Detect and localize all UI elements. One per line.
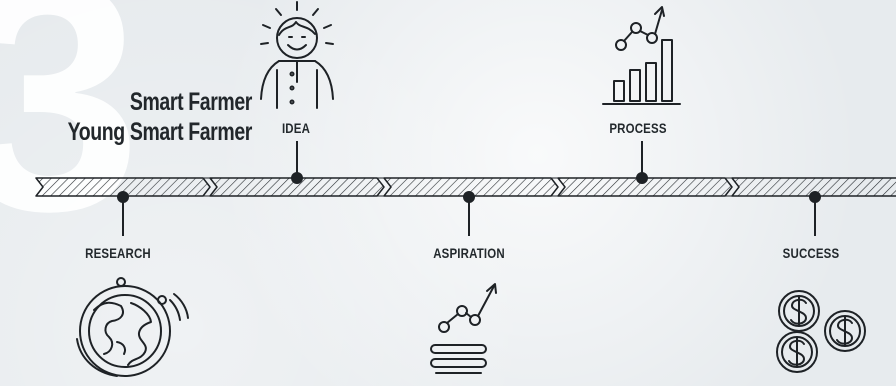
stage-label-aspiration: ASPIRATION <box>433 245 505 261</box>
stage-label-success: SUCCESS <box>782 245 840 261</box>
timeline-dot-process <box>636 172 648 184</box>
bar-chart-growth-icon <box>602 6 681 105</box>
title-block: Smart Farmer Young Smart Farmer <box>0 88 253 147</box>
timeline-connectors <box>117 141 821 236</box>
globe-icon <box>76 277 189 377</box>
timeline-dot-research <box>117 191 129 203</box>
background-number: 3 <box>0 0 142 279</box>
timeline-segment <box>731 177 896 197</box>
stage-label-process: PROCESS <box>609 120 667 136</box>
timeline-dot-success <box>809 191 821 203</box>
timeline-dot-idea <box>291 172 303 184</box>
stage-label-idea: IDEA <box>281 120 311 136</box>
stage-label-research: RESEARCH <box>85 245 151 261</box>
growth-list-icon <box>430 283 497 374</box>
title-smart-farmer: Smart Farmer <box>129 88 253 116</box>
coins-icon <box>776 290 866 373</box>
timeline-dot-aspiration <box>463 191 475 203</box>
title-young-smart-farmer: Young Smart Farmer <box>67 118 253 146</box>
person-idea-icon <box>260 1 334 109</box>
timeline-arrow-segments <box>35 177 896 197</box>
